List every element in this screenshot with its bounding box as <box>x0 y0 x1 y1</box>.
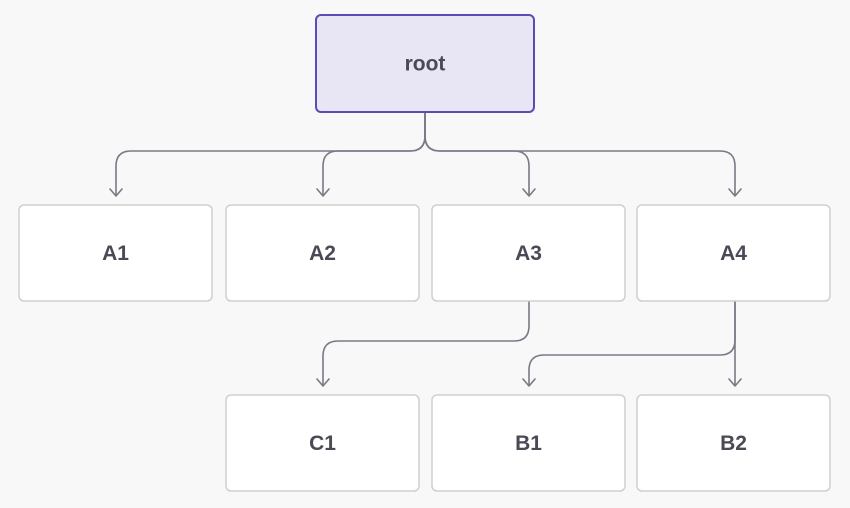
node-c1[interactable]: C1 <box>225 394 420 492</box>
node-box-a1[interactable] <box>18 204 213 302</box>
node-box-root[interactable] <box>315 14 535 113</box>
node-label-a2: A2 <box>309 242 336 265</box>
node-box-b2[interactable] <box>636 394 831 492</box>
edge-root-to-a1 <box>115 112 426 196</box>
node-label-root: root <box>405 53 446 76</box>
node-a1[interactable]: A1 <box>18 204 213 302</box>
node-box-b1[interactable] <box>431 394 626 492</box>
edge-root-to-a3 <box>424 112 530 196</box>
node-label-b2: B2 <box>720 432 747 455</box>
node-box-a3[interactable] <box>431 204 626 302</box>
node-box-a2[interactable] <box>225 204 420 302</box>
node-a2[interactable]: A2 <box>225 204 420 302</box>
arrowhead-a2 <box>316 188 330 197</box>
arrowhead-a1 <box>109 188 123 197</box>
arrowhead-b2 <box>728 378 742 387</box>
arrowhead-c1 <box>316 378 330 387</box>
node-root[interactable]: root <box>315 14 535 113</box>
edge-a4-to-b1 <box>528 301 736 386</box>
arrowhead-a4 <box>728 188 742 197</box>
arrowhead-a3 <box>522 188 536 197</box>
edge-a3-to-c1 <box>322 301 530 386</box>
arrowhead-b1 <box>522 378 536 387</box>
node-label-a3: A3 <box>515 242 542 265</box>
node-b2[interactable]: B2 <box>636 394 831 492</box>
node-box-a4[interactable] <box>636 204 831 302</box>
edge-root-to-a2 <box>322 112 426 196</box>
edge-root-to-a4 <box>424 112 736 196</box>
node-a4[interactable]: A4 <box>636 204 831 302</box>
node-label-c1: C1 <box>309 432 336 455</box>
node-label-a4: A4 <box>720 242 747 265</box>
edges-layer <box>109 112 742 387</box>
node-b1[interactable]: B1 <box>431 394 626 492</box>
node-a3[interactable]: A3 <box>431 204 626 302</box>
node-label-b1: B1 <box>515 432 542 455</box>
node-label-a1: A1 <box>102 242 129 265</box>
node-box-c1[interactable] <box>225 394 420 492</box>
